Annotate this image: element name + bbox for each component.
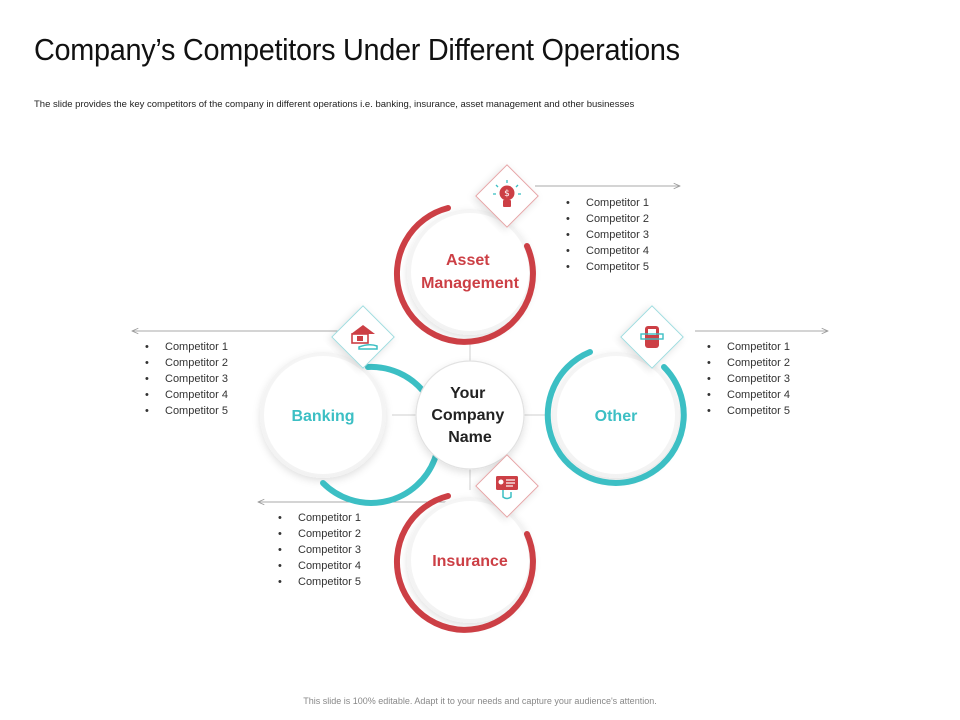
list-item: Competitor 3 [566, 227, 649, 243]
footer-note: This slide is 100% editable. Adapt it to… [303, 696, 657, 706]
node-banking: Banking [260, 352, 443, 506]
policy-document-icon [475, 454, 539, 518]
list-item: Competitor 4 [707, 387, 790, 403]
card-terminal-icon [620, 305, 684, 369]
center-company: Your Company Name [415, 360, 525, 470]
banking-label: Banking [291, 408, 354, 425]
list-item: Competitor 3 [707, 371, 790, 387]
list-item: Competitor 2 [566, 211, 649, 227]
list-item: Competitor 4 [566, 243, 649, 259]
list-item: Competitor 5 [145, 403, 228, 419]
asset-label-line2: Management [421, 275, 519, 292]
lightbulb-dollar-icon: $ [475, 164, 539, 228]
list-item: Competitor 5 [278, 574, 361, 590]
list-item: Competitor 1 [707, 339, 790, 355]
list-item: Competitor 2 [707, 355, 790, 371]
insurance-label: Insurance [432, 553, 508, 570]
list-item: Competitor 4 [145, 387, 228, 403]
list-item: Competitor 1 [566, 195, 649, 211]
node-asset-management: Asset Management [393, 205, 536, 345]
list-item: Competitor 5 [707, 403, 790, 419]
node-insurance: Insurance [393, 493, 536, 633]
list-item: Competitor 5 [566, 259, 649, 275]
insurance-competitor-list: Competitor 1 Competitor 2 Competitor 3 C… [278, 510, 361, 590]
list-item: Competitor 4 [278, 558, 361, 574]
other-competitor-list: Competitor 1 Competitor 2 Competitor 3 C… [707, 339, 790, 419]
page-subtitle: The slide provides the key competitors o… [34, 99, 635, 110]
svg-text:Asset Management: Asset Management [421, 252, 519, 292]
center-line1: Your [450, 385, 485, 402]
asset-competitor-list: Competitor 1 Competitor 2 Competitor 3 C… [566, 195, 649, 275]
svg-text:Your Company Name: Your Company Name [431, 385, 508, 446]
center-line2: Company [431, 407, 504, 424]
page-title: Company’s Competitors Under Different Op… [34, 32, 680, 67]
svg-text:$: $ [504, 189, 510, 199]
list-item: Competitor 3 [145, 371, 228, 387]
bank-hand-icon [331, 305, 395, 369]
center-line3: Name [448, 429, 492, 446]
list-item: Competitor 1 [145, 339, 228, 355]
list-item: Competitor 3 [278, 542, 361, 558]
list-item: Competitor 2 [278, 526, 361, 542]
list-item: Competitor 2 [145, 355, 228, 371]
banking-competitor-list: Competitor 1 Competitor 2 Competitor 3 C… [145, 339, 228, 419]
node-other: Other [544, 349, 687, 486]
other-label: Other [595, 408, 638, 425]
asset-label-line1: Asset [446, 252, 490, 269]
list-item: Competitor 1 [278, 510, 361, 526]
